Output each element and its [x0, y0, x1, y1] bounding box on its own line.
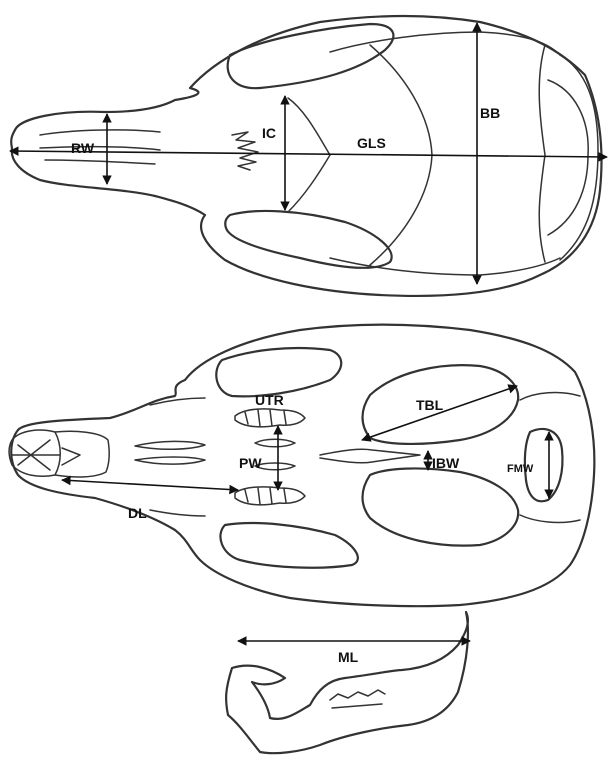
- label-ibw: IBW: [432, 455, 460, 471]
- dorsal-skull-view: RW IC GLS BB: [10, 16, 607, 296]
- ventral-skull-view: UTR TBL PW IBW FMW DL: [9, 325, 594, 606]
- label-rw: RW: [71, 140, 95, 156]
- lower-zygomatic-opening: [225, 211, 391, 268]
- label-fmw: FMW: [507, 463, 534, 475]
- gls-measure-line: [10, 151, 607, 157]
- interparietal-suture: [539, 45, 545, 262]
- incisive-foramen-2: [135, 457, 205, 464]
- upper-molar-row: [235, 409, 305, 427]
- tbl-measure-line: [362, 386, 517, 440]
- occipital-lines: [520, 393, 580, 523]
- mandible-view: ML: [226, 612, 470, 753]
- upper-zygomatic-opening: [228, 24, 394, 88]
- premaxilla-lines: [55, 431, 109, 477]
- lower-molar-row: [235, 487, 305, 505]
- dl-measure-line: [62, 480, 238, 490]
- nasal-lines: [40, 130, 160, 164]
- incisor-front: [9, 430, 60, 476]
- label-utr: UTR: [255, 392, 284, 408]
- palatal-ridge-1: [255, 439, 295, 447]
- label-ic: IC: [262, 125, 276, 141]
- label-pw: PW: [239, 455, 262, 471]
- mandible-outline: [226, 612, 468, 753]
- label-gls: GLS: [357, 135, 386, 151]
- ventral-lower-zygomatic-opening: [220, 523, 357, 568]
- frontal-parietal-suture-top: [288, 98, 330, 212]
- braincase-bottom-line: [330, 258, 560, 275]
- frontal-suture: [232, 132, 258, 170]
- incisive-foramen-1: [135, 441, 205, 449]
- label-tbl: TBL: [416, 397, 444, 413]
- label-bb: BB: [480, 105, 500, 121]
- mandible-teeth: [330, 690, 385, 708]
- ventral-upper-zygomatic-opening: [216, 348, 341, 396]
- lower-tympanic-bulla: [363, 468, 519, 545]
- label-ml: ML: [338, 649, 359, 665]
- label-dl: DL: [128, 505, 147, 521]
- basicranium-lines: [320, 449, 420, 463]
